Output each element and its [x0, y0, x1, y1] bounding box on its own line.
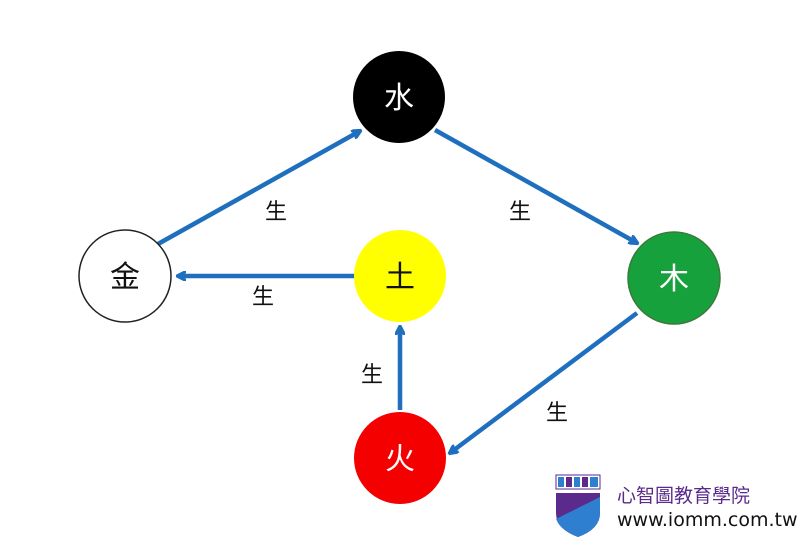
edge-label-metal-to-water: 生: [265, 200, 287, 225]
iomm-shield-logo-icon: [555, 474, 601, 537]
node-metal: 金: [78, 229, 172, 323]
arrow-metal-to-water: [156, 131, 360, 246]
node-wood-label: 木: [659, 262, 689, 297]
node-water: 水: [353, 51, 445, 143]
node-wood: 木: [627, 231, 721, 325]
edge-label-water-to-wood: 生: [509, 200, 531, 225]
edge-label-wood-to-fire: 生: [546, 401, 568, 426]
node-water-label: 水: [384, 81, 414, 116]
node-earth: 土: [354, 230, 446, 322]
arrow-water-to-wood: [433, 128, 637, 243]
node-metal-label: 金: [110, 260, 140, 295]
edge-label-earth-to-metal: 生: [252, 285, 274, 310]
node-earth-label: 土: [385, 260, 415, 295]
node-fire-label: 火: [385, 442, 415, 477]
brand-name: 心智圖教育學院: [617, 485, 751, 507]
node-fire: 火: [354, 412, 446, 504]
edge-label-fire-to-earth: 生: [361, 363, 383, 388]
brand-url-link[interactable]: www.iomm.com.tw: [617, 509, 798, 531]
arrow-wood-to-fire: [450, 311, 639, 453]
